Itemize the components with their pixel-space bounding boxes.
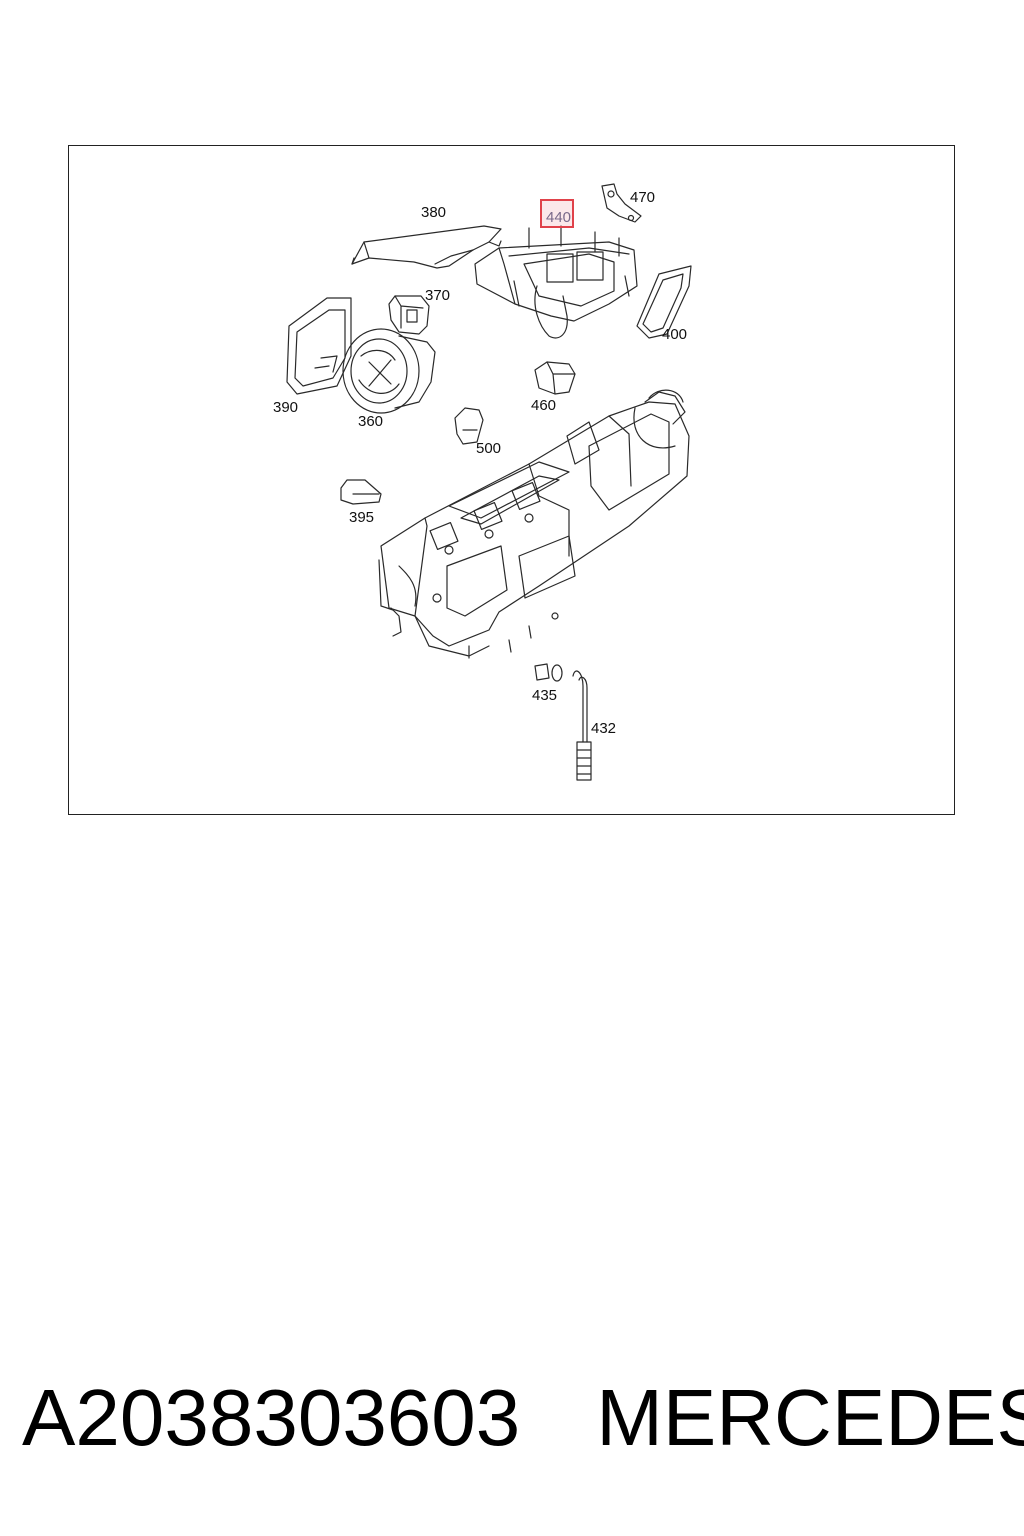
part-number: A2038303603	[22, 1373, 521, 1462]
part-500-clip	[454, 407, 484, 445]
callout-440-highlight[interactable]	[540, 199, 574, 228]
callout-500[interactable]: 500	[476, 440, 502, 457]
parts-diagram-frame: 380 440 470 370 400 390 360 460 500 395 …	[68, 145, 955, 815]
callout-460[interactable]: 460	[531, 397, 557, 414]
callout-395[interactable]: 395	[349, 509, 375, 526]
part-370-actuator	[388, 295, 430, 335]
callout-432[interactable]: 432	[591, 720, 617, 737]
callout-470[interactable]: 470	[630, 189, 656, 206]
part-395-cover	[340, 479, 382, 505]
part-435-seal	[534, 663, 563, 682]
main-hvac-housing	[378, 389, 690, 659]
part-440-housing	[474, 225, 638, 339]
part-400-gasket	[636, 265, 692, 339]
callout-435[interactable]: 435	[532, 687, 558, 704]
callout-390[interactable]: 390	[273, 399, 299, 416]
footer-caption: A2038303603 MERCEDES	[22, 1373, 1024, 1462]
callout-360[interactable]: 360	[358, 413, 384, 430]
callout-400[interactable]: 400	[662, 326, 688, 343]
part-460-flap	[534, 361, 576, 395]
part-390-frame	[286, 297, 352, 395]
callout-380[interactable]: 380	[421, 204, 447, 221]
callout-440[interactable]: 440	[546, 209, 572, 226]
part-432-drain-hose	[572, 670, 592, 781]
exploded-parts-illustration	[286, 183, 692, 781]
brand-name: MERCEDES	[596, 1373, 1024, 1462]
part-470-bracket	[601, 183, 642, 223]
callout-370[interactable]: 370	[425, 287, 451, 304]
part-380-cover	[351, 225, 502, 269]
part-360-blower	[342, 328, 436, 414]
